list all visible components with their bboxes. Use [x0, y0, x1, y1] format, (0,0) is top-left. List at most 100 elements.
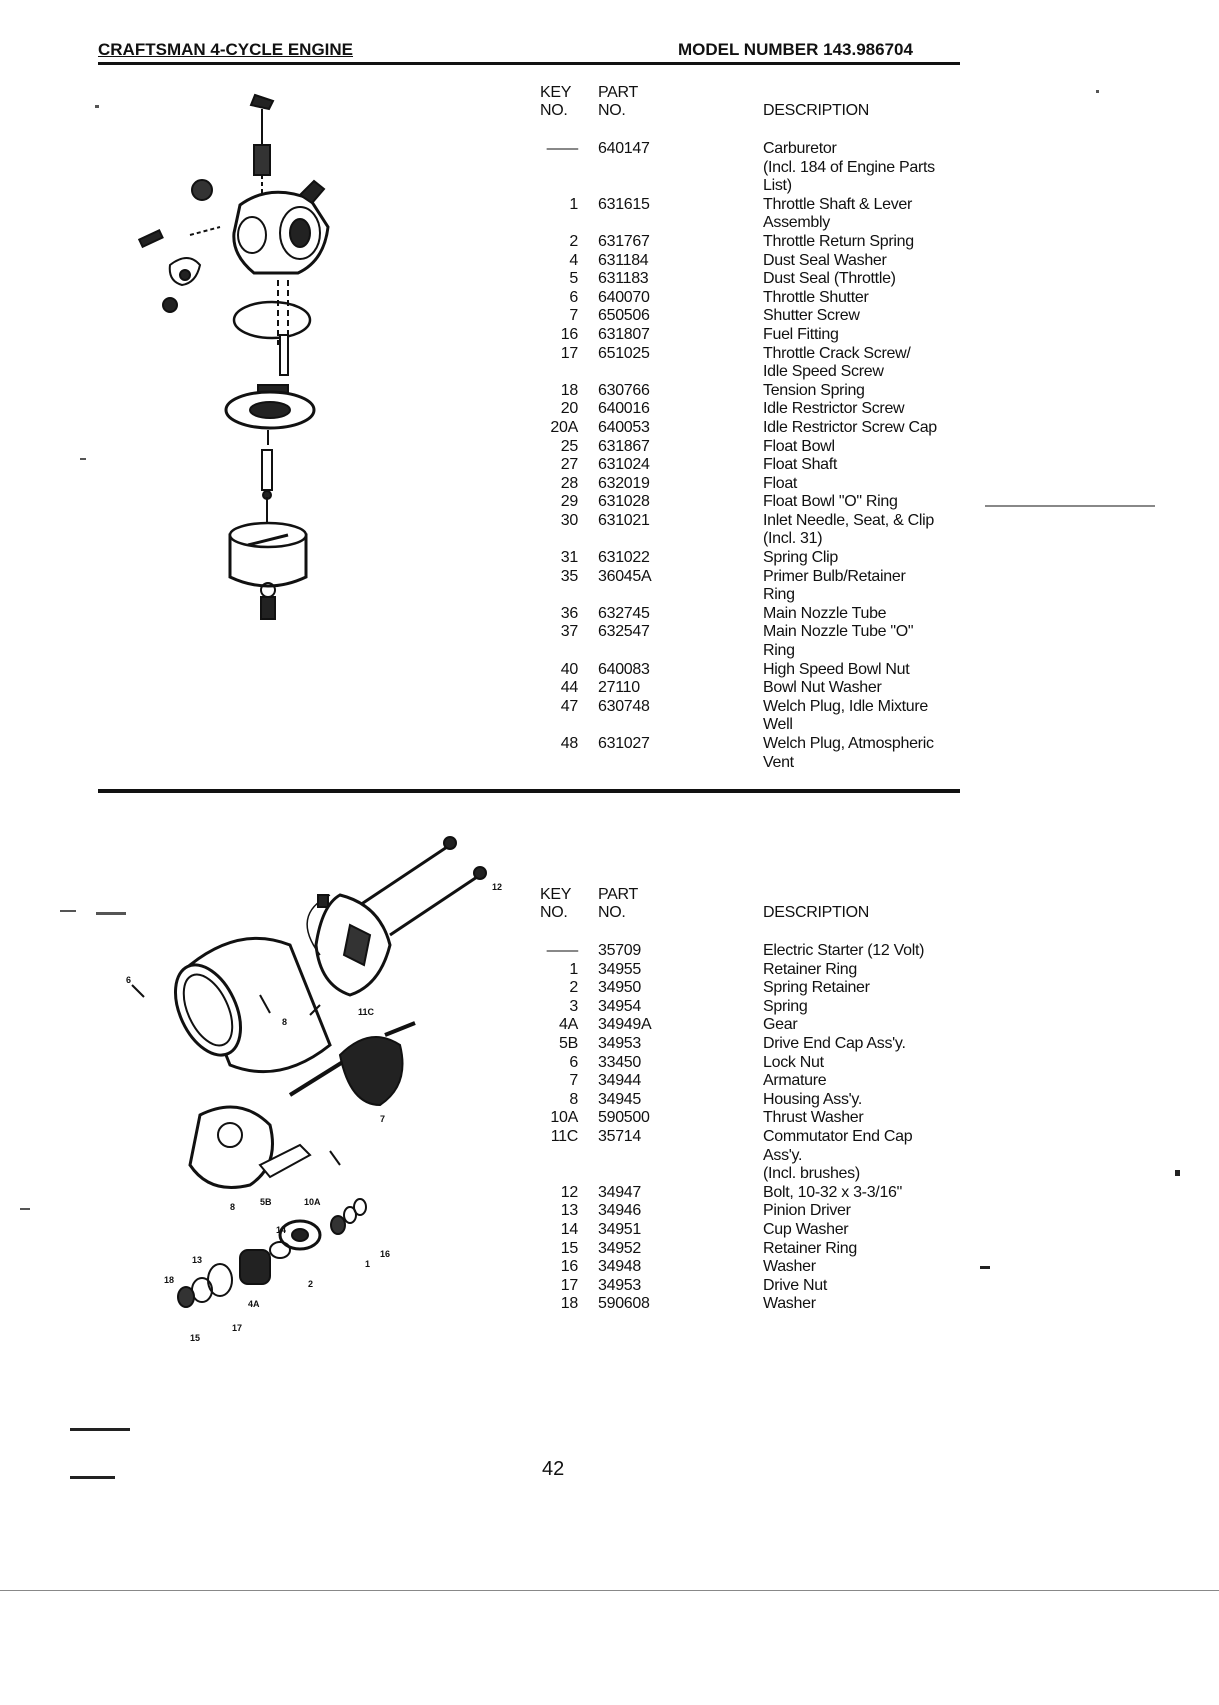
part-number-cell: 632547: [598, 623, 650, 641]
description-cell: Primer Bulb/Retainer Ring: [763, 567, 906, 604]
key-cell: 5B: [559, 1034, 578, 1052]
part-header-line1: PART: [598, 886, 638, 903]
table-row: 44 27110 Bowl Nut Washer: [520, 679, 963, 698]
part-number-cell: 34949A: [598, 1016, 652, 1034]
key-cell: 10A: [550, 1109, 578, 1127]
description-header: DESCRIPTION: [763, 102, 870, 119]
part-number-cell: 630766: [598, 381, 650, 399]
part-number-cell: 34950: [598, 979, 641, 997]
key-header-line1: KEY: [540, 886, 572, 903]
description-cell: Lock Nut: [763, 1053, 824, 1071]
part-number-cell: 631615: [598, 195, 650, 213]
key-cell: 7: [569, 1072, 578, 1090]
callout-7: 7: [380, 1114, 385, 1124]
key-cell: 20: [560, 400, 579, 418]
part-number-cell: 631021: [598, 511, 650, 529]
description-cell: Welch Plug, Idle Mixture Well: [763, 697, 929, 734]
description-cell: Tension Spring: [763, 381, 865, 399]
description-cell: Inlet Needle, Seat, & Clip (Incl. 31): [763, 511, 934, 548]
key-cell: 3: [569, 997, 578, 1015]
part-number-cell: 34953: [598, 1034, 641, 1052]
description-cell: Spring Clip: [763, 549, 838, 567]
description-cell: High Speed Bowl Nut: [763, 660, 910, 678]
scan-mark: [60, 910, 76, 912]
part-number-cell: 631027: [598, 735, 650, 752]
key-cell: 18: [560, 381, 579, 399]
key-cell: 35: [560, 567, 579, 585]
description-cell: Thrust Washer: [763, 1109, 864, 1127]
key-cell: 17: [560, 344, 579, 362]
callout-4a: 4A: [248, 1299, 260, 1309]
part-header-line2: NO.: [598, 102, 626, 119]
table-row: 37 632547 Main Nozzle Tube "O" Ring: [520, 623, 963, 660]
part-number-cell: 631022: [598, 549, 650, 567]
description-cell: Spring: [763, 997, 808, 1015]
header-model-number: MODEL NUMBER 143.986704: [678, 40, 913, 59]
part-number-cell: 27110: [598, 679, 640, 697]
scan-mark: [20, 1208, 30, 1210]
key-cell: 8: [569, 1090, 578, 1108]
key-cell: 16: [560, 325, 579, 343]
part-number-cell: 630748: [598, 697, 650, 715]
part-number-cell: 35709: [598, 942, 641, 959]
key-cell: 44: [560, 679, 579, 697]
key-cell: 28: [560, 474, 579, 492]
key-header-line2: NO.: [540, 102, 568, 119]
key-cell: 20A: [550, 418, 578, 436]
callout-15: 15: [190, 1333, 200, 1343]
section-divider-rule: [98, 789, 960, 793]
key-cell: 17: [560, 1276, 579, 1294]
part-number-cell: 631767: [598, 232, 650, 250]
header-left-title: CRAFTSMAN 4-CYCLE ENGINE: [98, 40, 354, 59]
callout-14: 14: [276, 1225, 286, 1235]
key-cell: 6: [569, 288, 578, 306]
key-cell: 36: [560, 604, 579, 622]
callout-18: 18: [164, 1275, 174, 1285]
description-cell: Shutter Screw: [763, 307, 860, 325]
callout-6: 6: [126, 975, 131, 985]
part-number-cell: 34952: [598, 1239, 641, 1257]
table-row: 5B 34953 Drive End Cap Ass'y.: [520, 1035, 963, 1054]
key-cell: 48: [560, 735, 579, 752]
key-cell: 40: [560, 660, 579, 678]
description-cell: Dust Seal (Throttle): [763, 270, 896, 288]
table-row: 2 34950 Spring Retainer: [520, 979, 963, 998]
scan-mark: [0, 1590, 1219, 1591]
header-rule: [98, 62, 960, 65]
description-cell: Drive End Cap Ass'y.: [763, 1034, 906, 1052]
callout-5b: 5B: [260, 1197, 272, 1207]
description-cell: Main Nozzle Tube "O" Ring: [763, 623, 914, 660]
key-cell: 4A: [559, 1016, 578, 1034]
key-cell: 16: [560, 1258, 579, 1276]
key-header-line2: NO.: [540, 904, 568, 921]
key-header-line1: KEY: [540, 84, 572, 101]
callout-12: 12: [492, 882, 502, 892]
key-cell: 14: [560, 1220, 579, 1238]
part-number-cell: 34946: [598, 1202, 641, 1220]
description-cell: Spring Retainer: [763, 979, 870, 997]
description-cell: Bowl Nut Washer: [763, 679, 882, 697]
electric-starter-exploded-diagram: 12 11C 8 6 7 5B 8 10A 14 16 1 2 4A 13 18…: [126, 836, 502, 1343]
key-cell: 5: [569, 270, 578, 288]
part-number-cell: 640083: [598, 660, 650, 678]
carburetor-table-header: KEY NO. PART NO. DESCRIPTION: [520, 84, 963, 140]
part-number-cell: 34947: [598, 1183, 641, 1201]
key-cell: 2: [569, 979, 578, 997]
starter-table-header: KEY NO. PART NO. DESCRIPTION: [520, 886, 963, 942]
part-number-cell: 35714: [598, 1127, 641, 1145]
description-cell: Armature: [763, 1072, 827, 1090]
key-cell: 37: [560, 623, 579, 641]
scan-mark: [1175, 1170, 1180, 1176]
